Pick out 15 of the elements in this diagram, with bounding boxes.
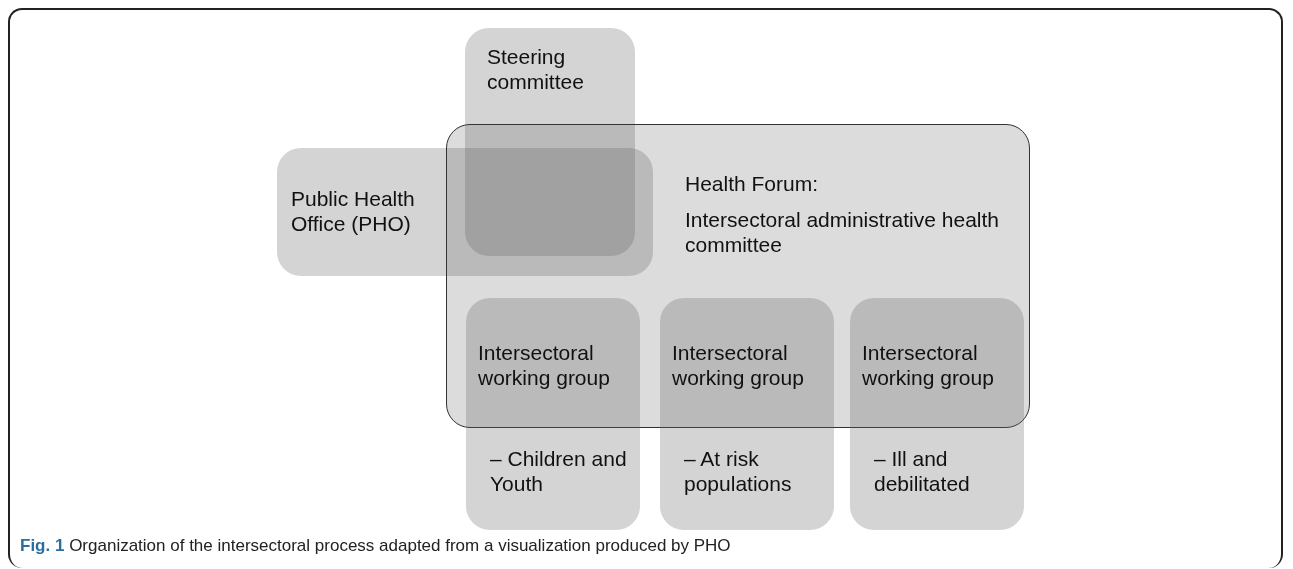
node-text: – Ill and debilitated [874,446,971,496]
node-title: Intersectoral working group [672,340,805,390]
working-group-box [660,298,834,530]
node-title: Health Forum: [685,171,820,196]
node-text: – Children and Youth [490,446,628,496]
node-title: Intersectoral working group [478,340,611,390]
working-group-box [466,298,640,530]
forum-box [446,124,1030,428]
node-title: Steering committee [487,44,585,94]
node-text: Intersectoral administrative health committee [685,207,1000,257]
working-group-box [850,298,1024,530]
node-text: – At risk populations [684,446,793,496]
node-title: Intersectoral working group [862,340,995,390]
figure-caption: Fig. 1 Organization of the intersectoral process adapted from a visualization produced by PHO [20,536,731,556]
node-title: Public Health Office (PHO) [291,186,416,236]
